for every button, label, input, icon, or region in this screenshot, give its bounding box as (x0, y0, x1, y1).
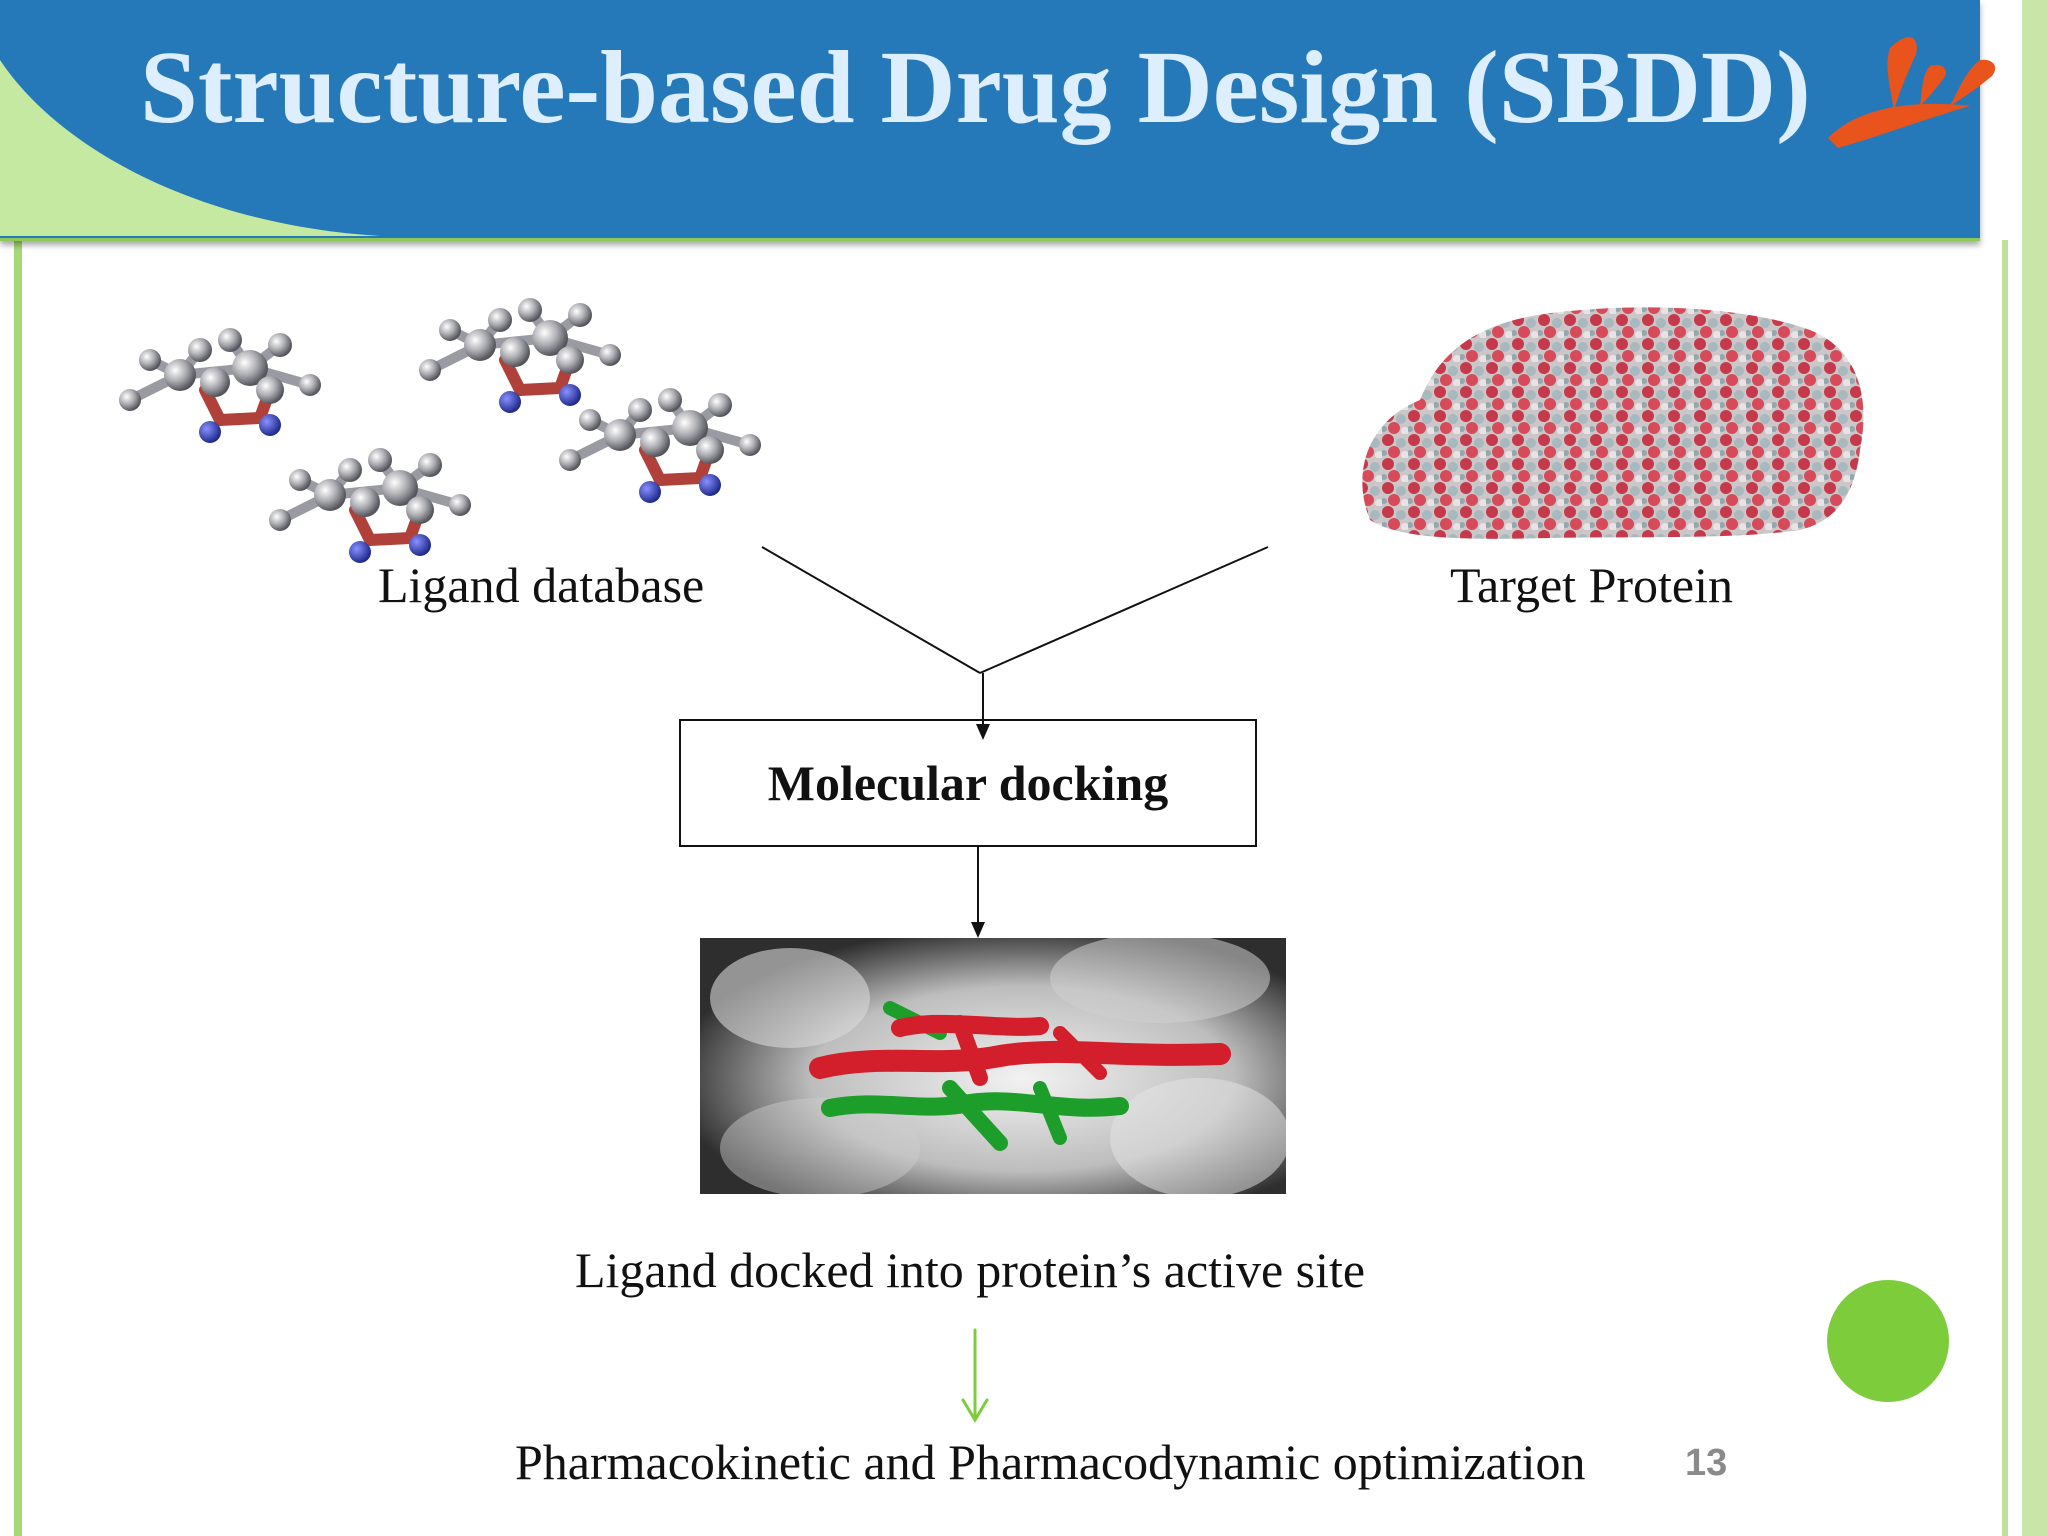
frame-stripe-right-inner (2002, 240, 2008, 1536)
molecular-docking-box: Molecular docking (679, 719, 1257, 847)
docked-complex-image (700, 938, 1286, 1194)
header-banner (0, 0, 1980, 241)
frame-stripe-left (14, 240, 22, 1536)
protein-surface-image (1362, 307, 1864, 539)
header-corner-swoosh (0, 60, 380, 236)
optimization-label: Pharmacokinetic and Pharmacodynamic opti… (515, 1434, 1586, 1490)
molecular-docking-label: Molecular docking (767, 755, 1169, 811)
page-number: 13 (1685, 1442, 1728, 1484)
decorative-green-circle (1827, 1280, 1949, 1402)
frame-stripe-right (2022, 0, 2048, 1536)
page-title: Structure-based Drug Design (SBDD) (140, 30, 1811, 145)
docked-ligand-label: Ligand docked into protein’s active site (575, 1242, 1366, 1298)
target-protein-label: Target Protein (1450, 557, 1734, 613)
sunburst-logo-icon (1828, 37, 1996, 148)
ligand-database-label: Ligand database (378, 557, 705, 613)
